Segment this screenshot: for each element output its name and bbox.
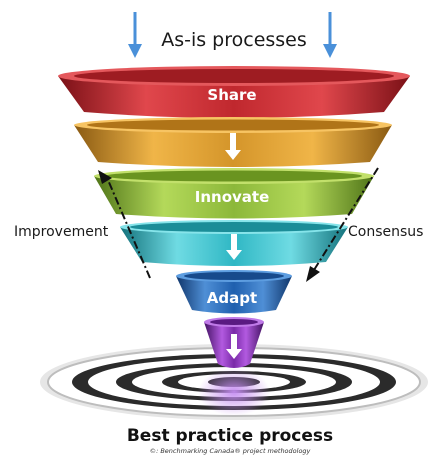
down-arrow-icon (225, 133, 241, 160)
down-arrow-icon (226, 334, 242, 359)
improvement-arrow-icon (98, 170, 151, 279)
improvement-label: Improvement (14, 224, 109, 240)
top-title: As-is processes (161, 29, 307, 51)
footer-credit: ©: Benchmarking Canada® project methodol… (150, 447, 311, 455)
funnel-stage-share: Share (58, 66, 410, 118)
funnel-stage-tip (204, 317, 264, 368)
consensus-label: Consensus (348, 224, 423, 240)
top-left-down-arrow-icon (128, 12, 142, 58)
stage-label-share: Share (207, 86, 256, 104)
stage-label-innovate: Innovate (195, 188, 270, 206)
funnel-stage-2 (74, 117, 392, 167)
funnel-stage-adapt: Adapt (176, 270, 292, 314)
stage-label-adapt: Adapt (207, 289, 257, 307)
consensus-arrow-icon (306, 167, 379, 282)
down-arrow-icon (226, 234, 242, 260)
target-icon (40, 344, 428, 420)
funnel-stage-innovate: Innovate (94, 168, 374, 219)
funnel-stage-4 (120, 220, 348, 266)
footer-title: Best practice process (127, 426, 333, 446)
top-right-down-arrow-icon (323, 12, 337, 58)
